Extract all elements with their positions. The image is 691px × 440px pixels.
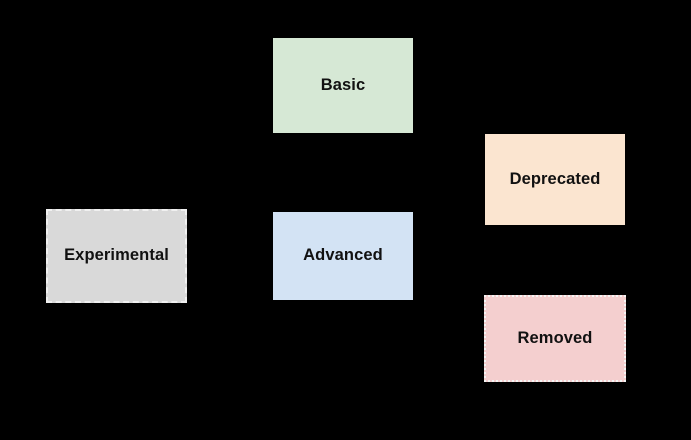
diagram-node-deprecated[interactable]: Deprecated — [485, 134, 625, 225]
diagram-node-experimental[interactable]: Experimental — [46, 209, 187, 303]
diagram-node-experimental-label: Experimental — [64, 246, 169, 265]
diagram-node-basic-label: Basic — [320, 75, 366, 94]
diagram-node-basic[interactable]: Basic — [273, 38, 413, 133]
diagram-node-removed-label: Removed — [517, 328, 593, 347]
diagram-node-advanced-label: Advanced — [303, 246, 383, 265]
diagram-node-removed[interactable]: Removed — [484, 295, 626, 382]
diagram-node-deprecated-label: Deprecated — [509, 169, 601, 188]
diagram-node-advanced[interactable]: Advanced — [273, 212, 413, 300]
